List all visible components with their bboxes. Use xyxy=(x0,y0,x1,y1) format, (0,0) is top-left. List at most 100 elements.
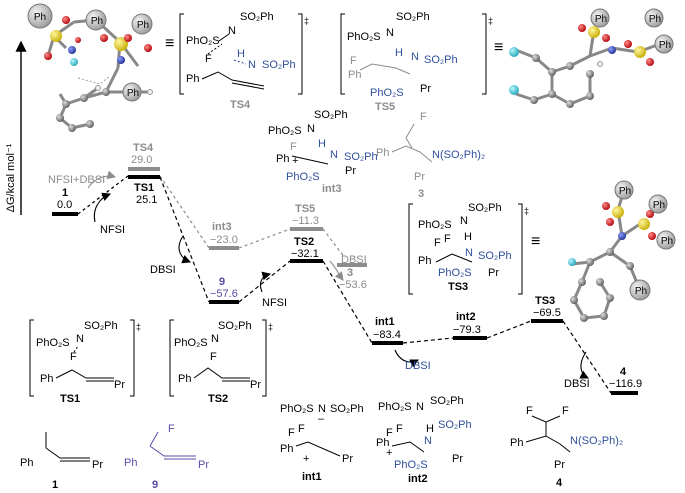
svg-text:SO₂Ph: SO₂Ph xyxy=(218,320,252,332)
svg-text:N: N xyxy=(460,215,468,227)
svg-text:Ph: Ph xyxy=(124,457,137,469)
svg-text:F: F xyxy=(434,237,441,249)
reagent-dbsi-1: DBSI xyxy=(150,264,176,276)
svg-text:PhO₂S: PhO₂S xyxy=(286,171,320,183)
svg-text:PhO₂S: PhO₂S xyxy=(378,401,412,413)
svg-text:F: F xyxy=(420,111,427,123)
struct-label-int2: int2 xyxy=(408,473,428,485)
level-value-TS3: −69.5 xyxy=(533,307,561,319)
svg-text:Pr: Pr xyxy=(92,459,103,471)
svg-text:Pr: Pr xyxy=(345,165,356,177)
svg-text:Pr: Pr xyxy=(554,459,565,471)
model-atom-ph: Ph xyxy=(635,286,647,297)
structure-3: F Ph N(SO₂Ph)₂ Pr 3 xyxy=(376,111,485,200)
y-axis-label: ΔG/kcal mol⁻¹ xyxy=(5,143,17,212)
structure-ts5: ‡ SO₂Ph N PhO₂S H N SO₂Ph F Ph PhO₂S Pr … xyxy=(340,11,493,113)
level-value-TS5: −11.3 xyxy=(292,215,319,227)
svg-text:H: H xyxy=(464,231,472,243)
svg-text:F: F xyxy=(168,423,175,435)
svg-text:SO₂Ph: SO₂Ph xyxy=(438,419,472,431)
level-bar-TS5 xyxy=(290,227,323,231)
svg-text:Ph: Ph xyxy=(348,69,361,81)
model-ts4: Ph Ph Ph Ph xyxy=(27,3,153,132)
dagger: ‡ xyxy=(488,16,493,26)
svg-text:PhO₂S: PhO₂S xyxy=(174,337,208,349)
svg-text:SO₂Ph: SO₂Ph xyxy=(84,320,118,332)
level-value-int2: −79.3 xyxy=(453,324,481,336)
svg-text:N: N xyxy=(248,59,256,71)
svg-text:Ph: Ph xyxy=(40,373,53,385)
svg-text:Pr: Pr xyxy=(198,459,209,471)
svg-text:F: F xyxy=(350,55,357,67)
struct-label-9: 9 xyxy=(152,479,158,491)
svg-text:SO₂Ph: SO₂Ph xyxy=(314,109,348,121)
model-atom-ph: Ph xyxy=(649,14,661,25)
struct-label-ts1: TS1 xyxy=(60,393,80,405)
level-bar-3 xyxy=(337,263,367,267)
svg-text:Ph: Ph xyxy=(20,457,33,469)
level-value-int3: −23.0 xyxy=(210,234,238,246)
level-value-4: −116.9 xyxy=(609,378,642,390)
svg-text:Ph: Ph xyxy=(510,437,523,449)
svg-text:H: H xyxy=(426,423,434,435)
level-bar-int3 xyxy=(209,246,239,250)
dagger: ‡ xyxy=(304,16,309,26)
svg-text:SO₂Ph: SO₂Ph xyxy=(262,59,296,71)
model-atom-ph: Ph xyxy=(659,40,671,51)
level-value-TS4: 29.0 xyxy=(131,154,152,166)
struct-label-ts3: TS3 xyxy=(448,281,468,293)
structure-int3: SO₂Ph N PhO₂S F H N SO₂Ph Ph + PhO₂S Pr … xyxy=(268,109,378,195)
equiv-symbol: ≡ xyxy=(494,39,503,56)
svg-text:N: N xyxy=(386,27,394,39)
svg-text:SO₂Ph: SO₂Ph xyxy=(240,11,274,23)
struct-label-ts4: TS4 xyxy=(230,99,251,111)
svg-text:F: F xyxy=(290,141,297,153)
level-label-int2: int2 xyxy=(456,311,476,323)
svg-text:Pr: Pr xyxy=(114,379,125,391)
svg-text:Ph: Ph xyxy=(178,373,191,385)
svg-text:F: F xyxy=(396,423,403,435)
svg-text:PhO₂S: PhO₂S xyxy=(370,87,404,99)
svg-text:H: H xyxy=(318,138,326,150)
model-atom-ph: Ph xyxy=(619,186,631,197)
struct-label-ts5: TS5 xyxy=(375,101,395,113)
reagent-nfsi-dbsi: NFSI+DBSI xyxy=(48,174,105,186)
svg-text:F: F xyxy=(298,423,305,435)
struct-label-4: 4 xyxy=(556,477,563,489)
structure-ts1: ‡ SO₂Ph N PhO₂S F Ph Pr TS1 xyxy=(29,319,141,405)
svg-text:N(SO₂Ph)₂: N(SO₂Ph)₂ xyxy=(570,435,623,447)
svg-text:SO₂Ph: SO₂Ph xyxy=(478,250,512,262)
svg-text:F: F xyxy=(210,351,217,363)
level-label-TS5: TS5 xyxy=(295,203,315,215)
svg-text:Pr: Pr xyxy=(414,171,425,183)
struct-label-1: 1 xyxy=(52,479,58,491)
svg-text:Pr: Pr xyxy=(250,379,261,391)
struct-label-int3: int3 xyxy=(322,183,342,195)
svg-text:F: F xyxy=(526,405,533,417)
reagent-arrows xyxy=(87,170,589,379)
svg-text:Pr: Pr xyxy=(420,83,431,95)
structure-9: F Ph Pr 9 xyxy=(124,423,209,491)
reagent-labels: NFSI+DBSI NFSI DBSI NFSI DBSI DBSI xyxy=(48,174,590,390)
svg-text:SO₂Ph: SO₂Ph xyxy=(430,395,464,407)
svg-text:PhO₂S: PhO₂S xyxy=(394,459,428,471)
svg-text:SO₂Ph: SO₂Ph xyxy=(330,403,364,415)
structure-1: Ph Pr 1 xyxy=(20,432,103,491)
level-bar-TS2 xyxy=(290,259,323,263)
dagger: ‡ xyxy=(268,322,273,332)
level-label-3: 3 xyxy=(347,267,353,279)
svg-text:N: N xyxy=(228,25,236,37)
model-ts3: Ph Ph Ph Ph xyxy=(568,180,676,322)
reagent-nfsi-1: NFSI xyxy=(100,224,125,236)
svg-text:N: N xyxy=(307,123,315,135)
model-atom-ph: Ph xyxy=(34,12,46,23)
struct-label-3: 3 xyxy=(418,188,424,200)
svg-text:PhO₂S: PhO₂S xyxy=(36,337,70,349)
svg-text:Pr: Pr xyxy=(342,453,353,465)
structure-int1: PhO₂S N SO₂Ph – F F Ph + Pr int1 xyxy=(280,403,364,483)
level-bar-TS4 xyxy=(128,167,160,171)
svg-text:N: N xyxy=(330,149,338,161)
svg-text:F: F xyxy=(288,427,295,439)
reagent-dbsi-2: DBSI xyxy=(405,360,431,372)
level-value-3: −53.6 xyxy=(339,279,367,291)
